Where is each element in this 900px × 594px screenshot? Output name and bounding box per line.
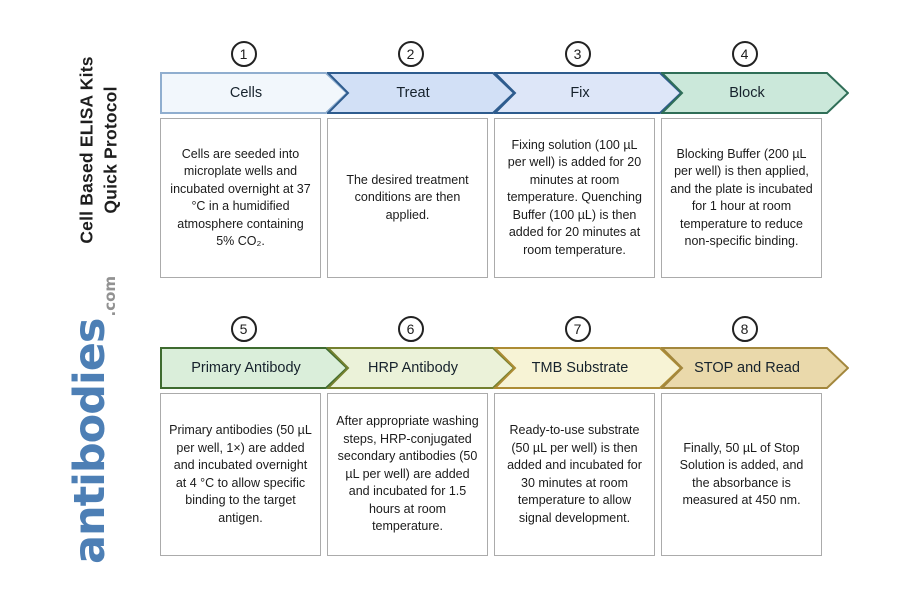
step-label: HRP Antibody bbox=[367, 360, 458, 376]
arrow-shape-icon bbox=[661, 347, 849, 389]
step-arrows-row-1: Cells Treat Fix bbox=[160, 72, 880, 114]
step-number-badge: 4 bbox=[731, 41, 758, 67]
page-title-line1: Cell Based ELISA Kits bbox=[76, 56, 97, 244]
step-number-badge: 3 bbox=[564, 41, 591, 67]
arrow-shape-icon bbox=[661, 72, 849, 114]
step-label: Primary Antibody bbox=[191, 360, 301, 376]
step-numbers-row-1: 1 2 3 4 bbox=[160, 41, 880, 67]
step-description: Blocking Buffer (200 µL per well) is the… bbox=[661, 118, 822, 278]
step-numbers-row-2: 5 6 7 8 bbox=[160, 316, 880, 342]
step-number-badge: 2 bbox=[397, 41, 424, 67]
arrow-shape-icon bbox=[160, 347, 348, 389]
arrow-shape-icon bbox=[327, 72, 515, 114]
page-title-line2: Quick Protocol bbox=[100, 86, 120, 214]
step-number-badge: 1 bbox=[230, 41, 257, 67]
step-arrow-cells: Cells bbox=[160, 72, 348, 114]
arrow-shape-icon bbox=[494, 347, 682, 389]
arrow-shape-icon bbox=[160, 72, 348, 114]
step-number-badge: 6 bbox=[397, 316, 424, 342]
steps-row-1: 1 2 3 4 Cells Treat bbox=[160, 41, 880, 278]
arrow-shape-icon bbox=[494, 72, 682, 114]
step-arrow-tmb-substrate: TMB Substrate bbox=[494, 347, 682, 389]
step-label: Cells bbox=[229, 85, 263, 101]
step-description: Ready-to-use substrate (50 µL per well) … bbox=[494, 393, 655, 556]
step-label: TMB Substrate bbox=[531, 360, 629, 376]
step-label: Block bbox=[729, 85, 765, 101]
step-arrow-block: Block bbox=[661, 72, 849, 114]
step-number-badge: 8 bbox=[731, 316, 758, 342]
step-arrows-row-2: Primary Antibody HRP Antibody TMB Substr… bbox=[160, 347, 880, 389]
step-arrow-stop-and-read: STOP and Read bbox=[661, 347, 849, 389]
steps-row-2: 5 6 7 8 Primary Antibody HRP Antibody bbox=[160, 316, 880, 556]
step-arrow-fix: Fix bbox=[494, 72, 682, 114]
step-label: Fix bbox=[570, 85, 590, 101]
step-description: Primary antibodies (50 µL per well, 1×) … bbox=[160, 393, 321, 556]
step-number-badge: 5 bbox=[230, 316, 257, 342]
step-number-badge: 7 bbox=[564, 316, 591, 342]
step-description: The desired treatment conditions are the… bbox=[327, 118, 488, 278]
step-arrow-treat: Treat bbox=[327, 72, 515, 114]
step-description: Fixing solution (100 µL per well) is add… bbox=[494, 118, 655, 278]
antibodies-logo: antibodies.com bbox=[65, 276, 119, 565]
step-description: Finally, 50 µL of Stop Solution is added… bbox=[661, 393, 822, 556]
step-description: After appropriate washing steps, HRP-con… bbox=[327, 393, 488, 556]
step-arrow-primary-antibody: Primary Antibody bbox=[160, 347, 348, 389]
step-descriptions-row-1: Cells are seeded into microplate wells a… bbox=[160, 118, 880, 278]
page-title: Cell Based ELISA Kits Quick Protocol bbox=[75, 56, 122, 243]
step-arrow-hrp-antibody: HRP Antibody bbox=[327, 347, 515, 389]
step-descriptions-row-2: Primary antibodies (50 µL per well, 1×) … bbox=[160, 393, 880, 556]
arrow-shape-icon bbox=[327, 347, 515, 389]
logo-tld: .com bbox=[101, 275, 119, 317]
step-label: STOP and Read bbox=[694, 360, 800, 376]
step-label: Treat bbox=[396, 85, 430, 101]
logo-wordmark: antibodies bbox=[65, 318, 115, 565]
protocol-steps-area: 1 2 3 4 Cells Treat bbox=[160, 0, 880, 556]
step-description: Cells are seeded into microplate wells a… bbox=[160, 118, 321, 278]
